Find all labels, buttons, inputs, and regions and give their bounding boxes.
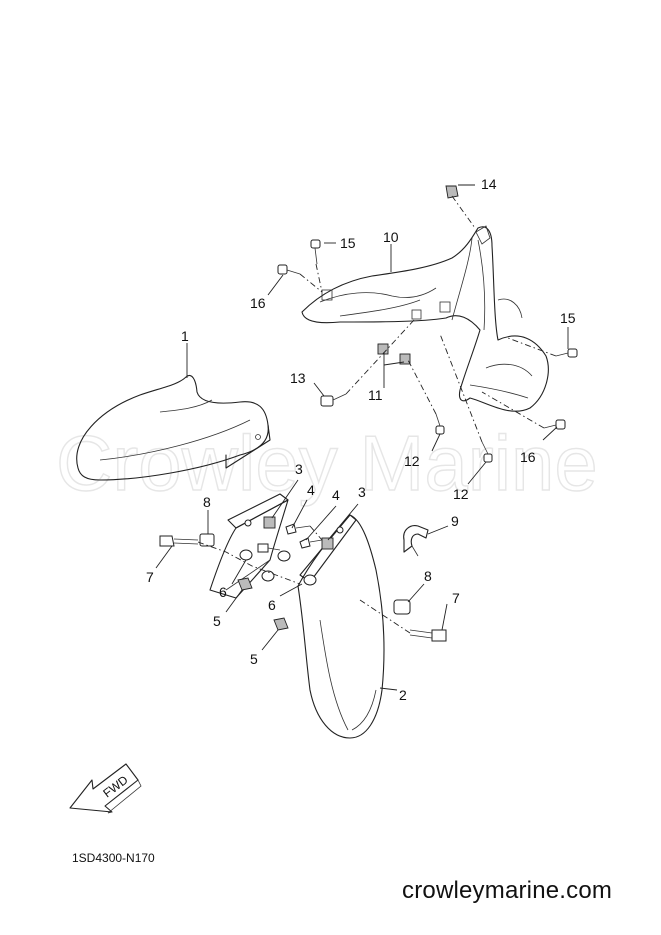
callout-16-left: 16 bbox=[250, 295, 266, 311]
part-10-cowl bbox=[301, 225, 549, 412]
callout-4-right: 4 bbox=[332, 487, 340, 503]
hardware-group bbox=[159, 185, 578, 642]
callout-3-right: 3 bbox=[358, 484, 366, 500]
callout-12-left: 12 bbox=[404, 453, 420, 469]
callout-7-left: 7 bbox=[146, 569, 154, 585]
callout-4-left: 4 bbox=[307, 482, 315, 498]
callout-6-right: 6 bbox=[268, 597, 276, 613]
callout-2: 2 bbox=[399, 687, 407, 703]
fwd-arrow-label: FWD bbox=[100, 773, 131, 801]
forward-arrow-icon: FWD bbox=[69, 763, 142, 814]
callout-8-right: 8 bbox=[424, 568, 432, 584]
callout-1: 1 bbox=[181, 328, 189, 344]
callout-8-left: 8 bbox=[203, 494, 211, 510]
part-1-panel bbox=[76, 374, 271, 481]
callout-14: 14 bbox=[481, 176, 497, 192]
watermark-text: Crowley Marine bbox=[56, 419, 598, 507]
diagram-code: 1SD4300-N170 bbox=[72, 851, 155, 865]
assembly-lines bbox=[197, 195, 557, 634]
callout-12-right: 12 bbox=[453, 486, 469, 502]
callout-7-right: 7 bbox=[452, 590, 460, 606]
callout-labels: 1 2 3 3 4 4 5 5 6 6 7 7 8 8 9 10 11 12 1… bbox=[146, 176, 576, 703]
callout-13: 13 bbox=[290, 370, 306, 386]
callout-9: 9 bbox=[451, 513, 459, 529]
callout-5-lower: 5 bbox=[250, 651, 258, 667]
callout-3-left: 3 bbox=[295, 461, 303, 477]
callout-15-right: 15 bbox=[560, 310, 576, 326]
callout-16-right: 16 bbox=[520, 449, 536, 465]
callout-10: 10 bbox=[383, 229, 399, 245]
part-9-clamp bbox=[403, 525, 429, 557]
callout-15-upper: 15 bbox=[340, 235, 356, 251]
leader-lines bbox=[155, 184, 569, 691]
callout-6-left: 6 bbox=[219, 584, 227, 600]
callout-5-upper: 5 bbox=[213, 613, 221, 629]
callout-11: 11 bbox=[368, 387, 383, 403]
website-label: crowleymarine.com bbox=[402, 877, 613, 904]
part-2-fender bbox=[209, 493, 385, 739]
